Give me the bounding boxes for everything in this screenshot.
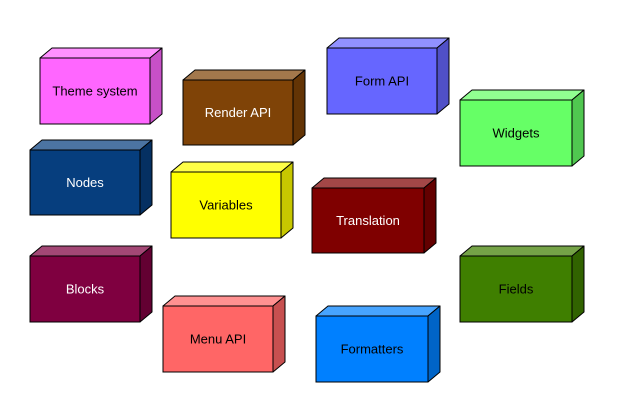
box-top-face	[326, 37, 450, 49]
box-blocks: Blocks	[29, 245, 153, 323]
box-label: Menu API	[190, 331, 246, 346]
box-variables: Variables	[170, 161, 294, 239]
box-fields: Fields	[459, 245, 585, 323]
box-nodes: Nodes	[29, 139, 153, 216]
box-widgets: Widgets	[459, 89, 585, 167]
box-top-face	[170, 161, 294, 173]
box-side-face	[139, 139, 153, 216]
box-theme-system: Theme system	[39, 47, 163, 125]
box-label: Nodes	[66, 175, 104, 190]
box-front-face	[315, 315, 429, 383]
box-front-face	[29, 255, 141, 323]
box-top-face	[162, 295, 286, 307]
box-top-face	[311, 177, 437, 189]
box-render-api: Render API	[182, 69, 306, 146]
box-menu-api: Menu API	[162, 295, 286, 373]
box-front-face	[39, 57, 151, 125]
box-front-face	[326, 47, 438, 115]
box-top-face	[29, 245, 153, 257]
box-front-face	[459, 99, 573, 167]
box-top-face	[39, 47, 163, 59]
box-side-face	[436, 37, 450, 115]
box-front-face	[162, 305, 274, 373]
box-label: Translation	[336, 213, 400, 228]
box-front-face	[459, 255, 573, 323]
box-side-face	[571, 89, 585, 167]
box-front-face	[182, 79, 294, 146]
box-label: Blocks	[66, 281, 105, 296]
box-translation: Translation	[311, 177, 437, 254]
box-form-api: Form API	[326, 37, 450, 115]
box-side-face	[423, 177, 437, 254]
box-side-face	[272, 295, 286, 373]
box-label: Render API	[205, 105, 272, 120]
box-label: Theme system	[52, 83, 137, 98]
box-side-face	[149, 47, 163, 125]
box-top-face	[459, 245, 585, 257]
box-label: Widgets	[493, 125, 540, 140]
box-formatters: Formatters	[315, 305, 441, 383]
box-side-face	[427, 305, 441, 383]
box-side-face	[571, 245, 585, 323]
box-label: Variables	[199, 197, 253, 212]
box-top-face	[315, 305, 441, 317]
box-label: Formatters	[341, 341, 404, 356]
box-top-face	[29, 139, 153, 151]
box-top-face	[459, 89, 585, 101]
box-front-face	[29, 149, 141, 216]
box-side-face	[139, 245, 153, 323]
box-label: Form API	[355, 73, 409, 88]
box-front-face	[170, 171, 282, 239]
box-top-face	[182, 69, 306, 81]
box-front-face	[311, 187, 425, 254]
box-label: Fields	[499, 281, 534, 296]
box-side-face	[292, 69, 306, 146]
box-side-face	[280, 161, 294, 239]
